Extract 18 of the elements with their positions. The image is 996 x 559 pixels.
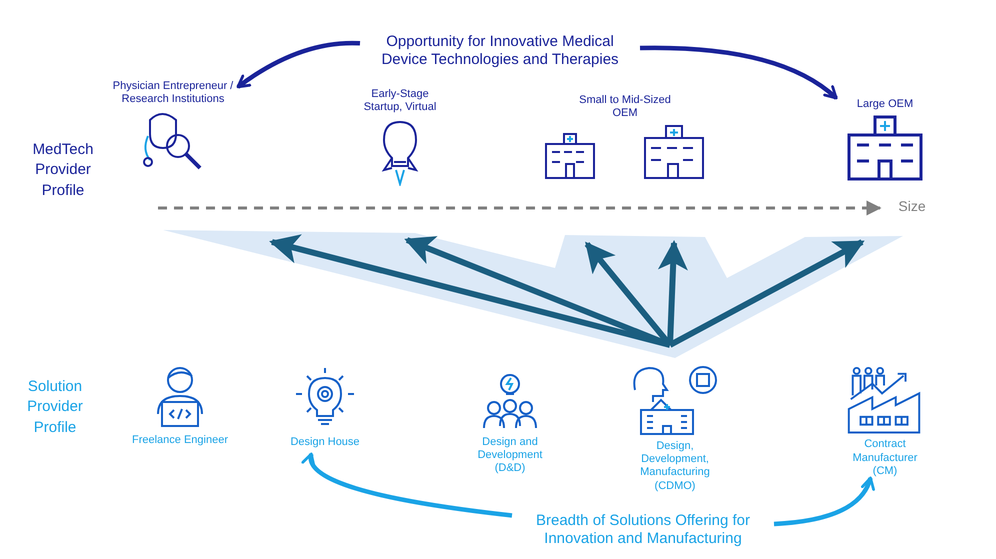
provider-label: Large OEM [856, 98, 914, 112]
axis-label: Size [897, 197, 927, 216]
provider-label: Design, Development, Manufacturing (CDMO) [639, 440, 711, 493]
provider-label: Design House [290, 436, 360, 450]
heading-text: Opportunity for Innovative Medical Device Technologies and Therapies [380, 33, 620, 69]
provider-label: Early-Stage Startup, Virtual [362, 88, 438, 114]
curved-arrow [236, 40, 360, 89]
provider-label: Physician Entrepreneur / Research Institutions [112, 80, 234, 106]
provider-label: Contract Manufacturer (CM) [852, 438, 918, 478]
row-heading: MedTech Provider Profile [32, 140, 94, 200]
curved-arrow [640, 46, 838, 100]
curved-arrow [774, 476, 874, 526]
provider-label: Freelance Engineer [132, 434, 228, 448]
curved-arrow [304, 452, 512, 518]
provider-label: Design and Development (D&D) [476, 436, 544, 476]
row-heading: Solution Provider Profile [26, 377, 84, 438]
provider-label: Small to Mid-Sized OEM [578, 94, 672, 120]
heading-text: Breadth of Solutions Offering for Innovation and Manufacturing [534, 512, 751, 548]
